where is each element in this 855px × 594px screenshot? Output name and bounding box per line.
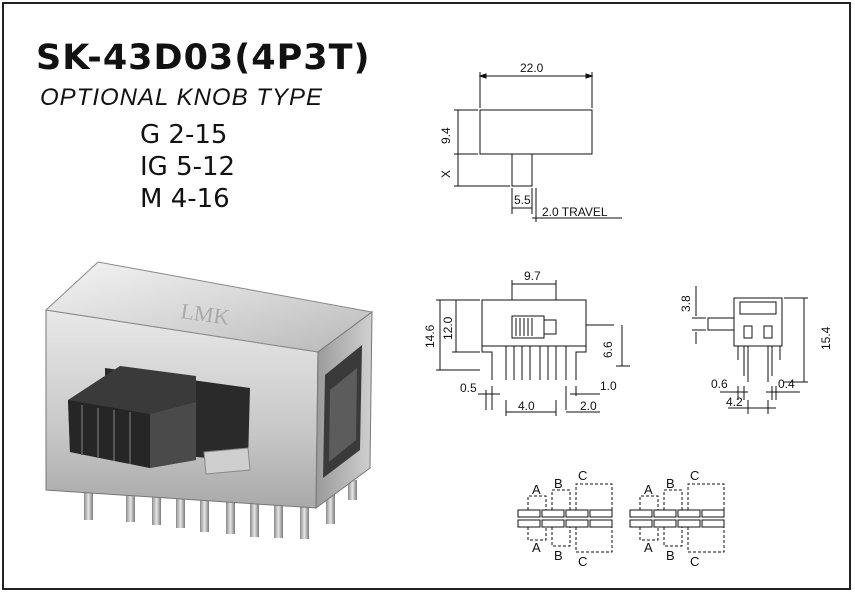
switch-product-illustration: LMK <box>44 261 374 539</box>
top-height-label: 9.4 <box>439 127 453 144</box>
circuit-schematic-right: A B C A B C <box>629 468 725 569</box>
schematic-left-label-c-top: C <box>578 468 587 483</box>
schematic-right-label-c-top: C <box>690 468 699 483</box>
side-view-drawing <box>692 286 808 414</box>
schematic-right-label-b-bottom: B <box>666 548 675 563</box>
side-left-label: 0.6 <box>711 377 728 391</box>
front-total-height-label: 14.6 <box>423 324 437 348</box>
front-pin-spacing-label: 2.0 <box>580 399 597 413</box>
front-view-drawing <box>436 280 630 416</box>
side-right-label: 0.4 <box>778 377 795 391</box>
front-right-offset-label: 1.0 <box>600 379 617 393</box>
part-number-title: SK-43D03(4P3T) <box>36 38 371 78</box>
schematic-right-label-b-top: B <box>666 476 675 491</box>
front-pitch-label: 4.0 <box>518 399 535 413</box>
schematic-right-label-a-top: A <box>644 482 653 497</box>
schematic-left-label-a-top: A <box>532 482 541 497</box>
side-height-label: 15.4 <box>819 326 833 350</box>
schematic-left-label-b-top: B <box>554 476 563 491</box>
schematic-left-label-a-bottom: A <box>532 540 541 555</box>
side-knob-height-label: 3.8 <box>679 295 693 312</box>
knob-type-subtitle: OPTIONAL KNOB TYPE <box>40 84 323 111</box>
front-body-height-label: 12.0 <box>441 316 455 340</box>
knob-option-m: M 4-16 <box>140 184 230 214</box>
knob-option-ig: IG 5-12 <box>140 152 236 182</box>
schematic-left-label-c-bottom: C <box>578 554 587 569</box>
schematic-right-label-a-bottom: A <box>644 540 653 555</box>
schematic-right-label-c-bottom: C <box>690 554 699 569</box>
top-width-label: 22.0 <box>520 61 544 75</box>
front-pin-height-label: 6.6 <box>601 341 615 358</box>
schematic-left-label-b-bottom: B <box>554 548 563 563</box>
knob-option-g: G 2-15 <box>140 120 228 150</box>
front-left-offset-label: 0.5 <box>460 381 477 395</box>
travel-label: 2.0 TRAVEL <box>542 205 608 219</box>
top-x-label: X <box>439 170 453 178</box>
front-knob-width-label: 9.7 <box>524 269 541 283</box>
knob-width-label: 5.5 <box>514 193 531 207</box>
side-width-label: 4.2 <box>726 395 743 409</box>
circuit-schematic-left: A B C A B C <box>517 468 613 569</box>
top-view-drawing <box>454 72 622 222</box>
